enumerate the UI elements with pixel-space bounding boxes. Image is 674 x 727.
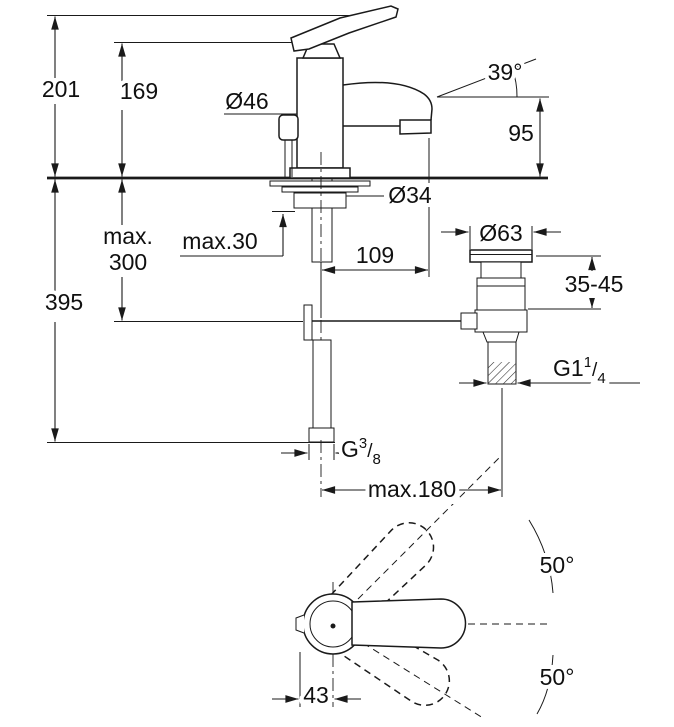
swing-limit-up (357, 456, 501, 600)
dim-handle-swing-up: 50° (540, 552, 575, 578)
faucet-base (289, 167, 351, 179)
faucet-side-view (47, 5, 548, 443)
dim-hole-diameter: Ø34 (388, 182, 432, 208)
hose-end-fitting (308, 427, 335, 443)
pop-up-knob (278, 114, 299, 141)
dimension-labels: 201 169 395 max. 300 max.30 Ø46 39° 95 Ø… (38, 55, 628, 712)
mounting-nut (293, 192, 347, 209)
handle-blade-up-position (329, 522, 435, 627)
braided-hose (312, 339, 332, 429)
mounting-washer (281, 186, 359, 193)
dim-deck-thickness: max.30 (182, 228, 257, 254)
waste-neck (480, 261, 522, 279)
dim-waste-reach: max.180 (368, 476, 456, 502)
dim-rod-max-line2: 300 (109, 249, 147, 275)
dim-total-height: 201 (42, 76, 80, 102)
spout-top (342, 81, 433, 121)
waste-knurled-nut (474, 309, 528, 333)
label-backplates (38, 78, 627, 504)
dim-body-diameter: Ø46 (225, 88, 268, 114)
dim-waste-thread: G11/4 (553, 354, 606, 387)
dim-spout-reach: 109 (356, 242, 394, 268)
faucet-body (296, 57, 344, 169)
swing-arc-down (536, 654, 554, 715)
tailpipe-thread (488, 362, 516, 384)
handle-pivot-dot (330, 623, 336, 629)
dim-rod-max-line1: max. (103, 223, 153, 249)
lever-handle (290, 5, 399, 52)
dim-waste-mount-range: 35-45 (565, 271, 624, 297)
rod-inlet (460, 312, 478, 330)
handle-blade-down-position (336, 614, 451, 707)
swing-limit-down (362, 642, 484, 719)
dim-supply-thread: G3/8 (341, 435, 381, 468)
handle-top-view (295, 456, 554, 719)
handle-blade (351, 598, 467, 649)
aerator (399, 119, 432, 135)
dimension-lines (47, 15, 640, 707)
drain-assembly (460, 249, 533, 385)
waste-cone (482, 331, 520, 343)
dim-spout-height: 95 (508, 120, 534, 146)
dim-handle-swing-down: 50° (540, 664, 575, 690)
dim-handle-front-offset: 43 (303, 682, 329, 708)
dim-body-height: 169 (120, 78, 158, 104)
swing-arc-up (528, 519, 554, 594)
dim-waste-flange-diameter: Ø63 (479, 220, 522, 246)
waste-body (476, 277, 526, 311)
mounting-plate (269, 180, 371, 187)
dim-spout-angle: 39° (488, 59, 523, 85)
waste-flange (469, 249, 533, 263)
rod-clevis (303, 304, 313, 341)
dim-hose-length: 395 (45, 289, 83, 315)
handle-front-pin (295, 614, 305, 634)
